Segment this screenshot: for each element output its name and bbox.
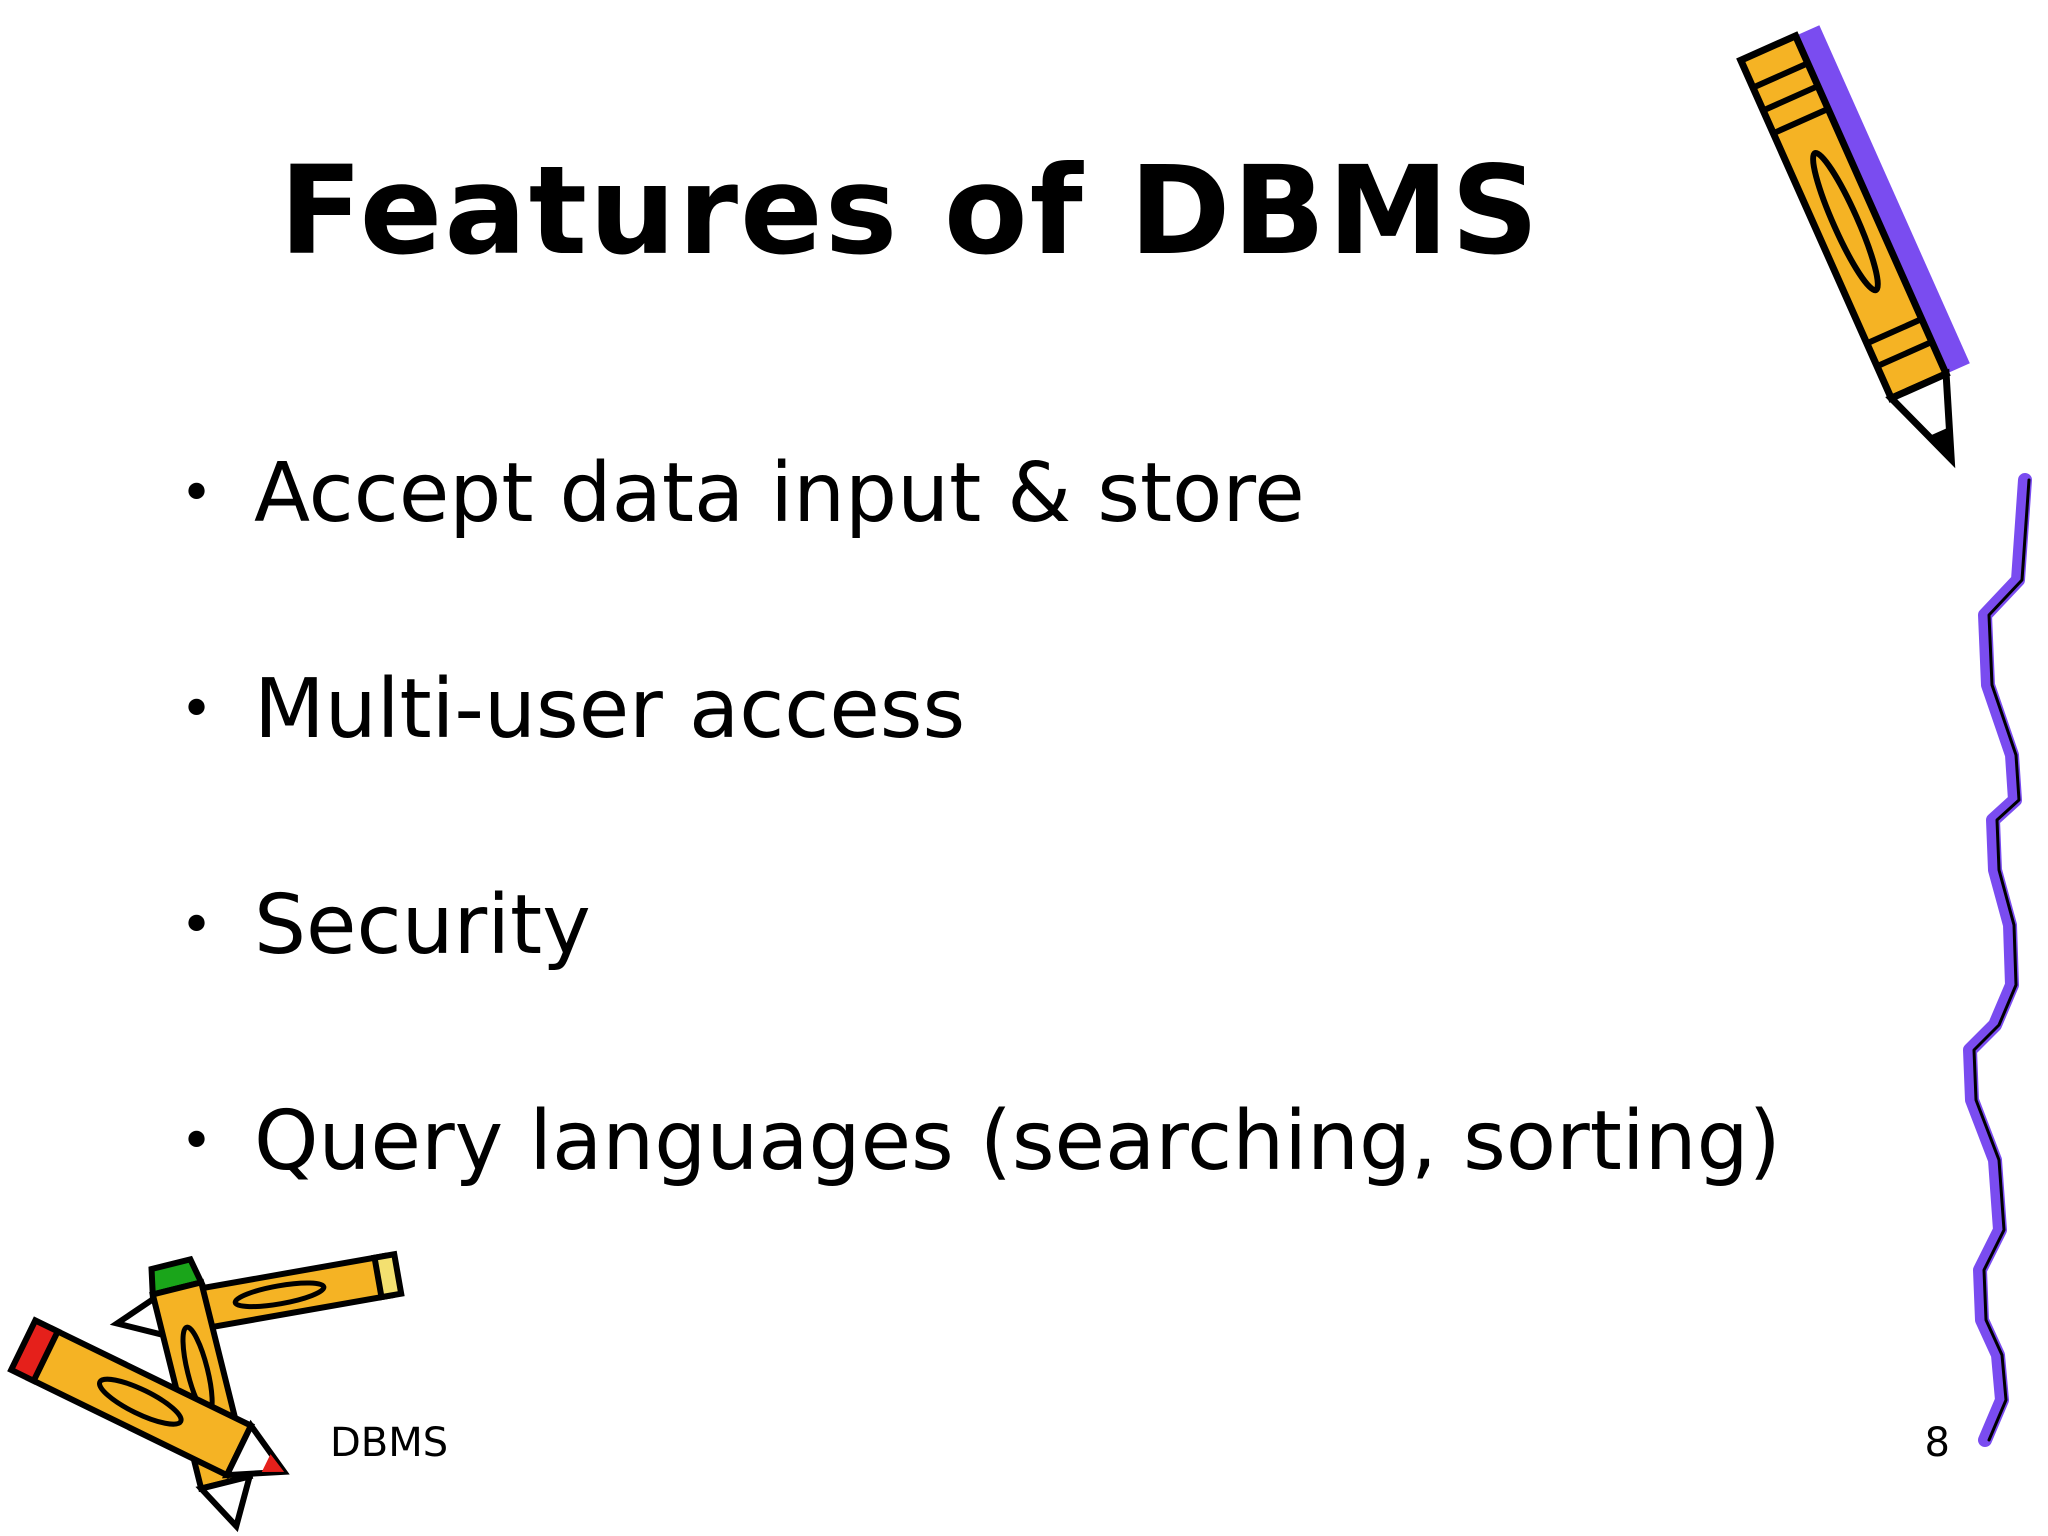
- bullet-marker: •: [180, 893, 214, 958]
- bullet-item: • Multi-user access: [180, 636, 1880, 852]
- bullet-text: Query languages (searching, sorting): [254, 1094, 1781, 1189]
- bullet-marker: •: [180, 461, 214, 526]
- bullet-text: Multi-user access: [254, 662, 966, 757]
- bullet-text: Security: [254, 878, 591, 973]
- bullet-list: • Accept data input & store • Multi-user…: [180, 420, 1880, 1284]
- crossed-pencils-icon: [7, 1250, 405, 1533]
- wavy-line-icon: [1963, 473, 2032, 1447]
- slide-title: Features of DBMS: [279, 140, 1541, 282]
- pencil-icon: [1736, 25, 1970, 469]
- bullet-marker: •: [180, 1109, 214, 1174]
- bullet-text: Accept data input & store: [254, 446, 1305, 541]
- footer-label: DBMS: [330, 1420, 449, 1466]
- bullet-item: • Security: [180, 852, 1880, 1068]
- bullet-item: • Accept data input & store: [180, 420, 1880, 636]
- bullet-marker: •: [180, 677, 214, 742]
- bullet-item: • Query languages (searching, sorting): [180, 1068, 1880, 1284]
- page-number: 8: [1924, 1420, 1950, 1466]
